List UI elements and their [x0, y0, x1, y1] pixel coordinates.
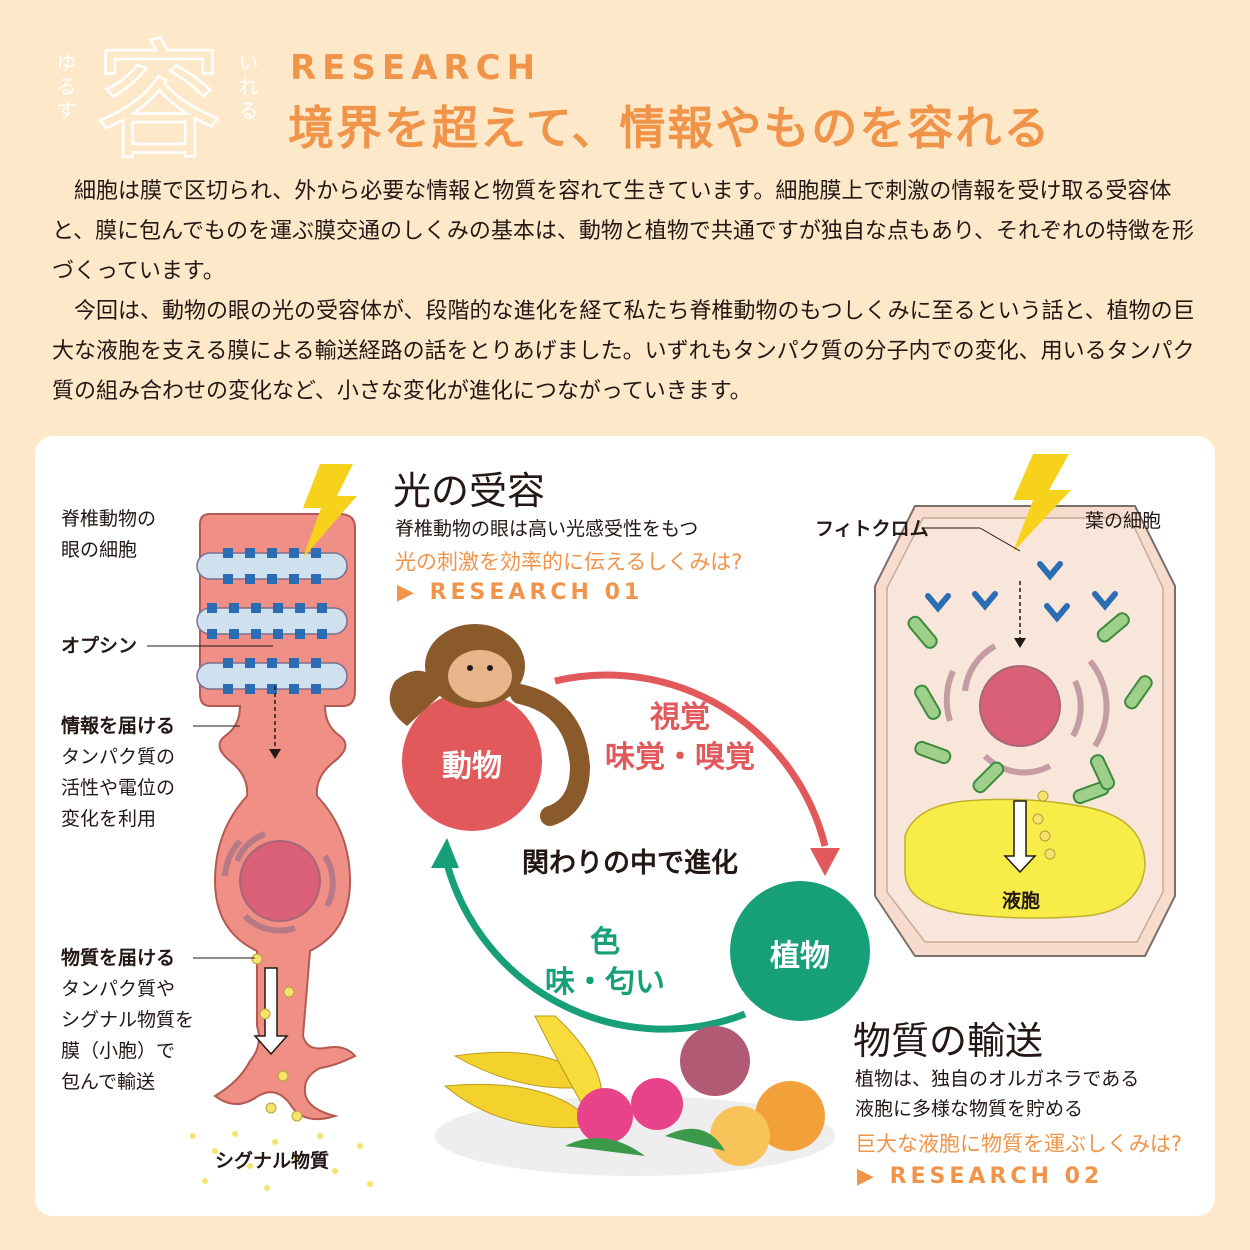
- illustration-svg: [147, 454, 1176, 1191]
- material-transport-subtitle-1: 植物は、独自のオルガネラである: [855, 1068, 1140, 1090]
- intro-text: 細胞は膜で区切られ、外から必要な情報と物質を容れて生きています。細胞膜上で刺激の…: [52, 172, 1202, 412]
- logo-left-text: ゆるす: [53, 52, 77, 124]
- opsin-label: オプシン: [61, 635, 138, 657]
- intro-paragraph-2: 今回は、動物の眼の光の受容体が、段階的な進化を経て私たち脊椎動物のもつしくみに至…: [52, 299, 1195, 404]
- leaf-cell-illustration: [874, 454, 1176, 957]
- animal-to-plant-senses: 視覚 味覚・嗅覚: [605, 700, 755, 775]
- rod-cell-title: 脊椎動物の 眼の細胞: [61, 508, 157, 561]
- research-01-link[interactable]: ▶ RESEARCH 01: [397, 580, 644, 605]
- cycle-diagram: [402, 671, 870, 1033]
- material-transport-question: 巨大な液胞に物質を運ぶしくみは?: [855, 1132, 1182, 1156]
- svg-text:容: 容: [95, 28, 223, 158]
- animal-circle: [402, 691, 542, 831]
- play-triangle-icon: ▶: [857, 1164, 890, 1189]
- info-delivery-label: 情報を届ける タンパク質の 活性や電位の 変化を利用: [61, 715, 176, 830]
- plant-label: 植物: [770, 939, 830, 974]
- light-reception-question: 光の刺激を効率的に伝えるしくみは?: [395, 550, 743, 574]
- vacuole-label: 液胞: [1002, 890, 1041, 912]
- monkey-icon: [389, 624, 591, 826]
- plant-to-animal-traits: 色 味・匂い: [545, 925, 665, 1000]
- logo-kanji-icon: 容: [94, 28, 225, 158]
- plant-circle: [730, 881, 870, 1021]
- cycle-center-text: 関わりの中で進化: [522, 848, 738, 879]
- animal-label: 動物: [442, 749, 502, 784]
- material-transport-subtitle-2: 液胞に多様な物質を貯める: [855, 1098, 1084, 1120]
- material-delivery-label: 物質を届ける タンパク質や シグナル物質を 膜（小胞）で 包んで輸送: [61, 947, 195, 1093]
- fruit-illustration: [435, 1015, 835, 1176]
- rod-cell-illustration: [147, 464, 373, 1191]
- research-02-link[interactable]: ▶ RESEARCH 02: [857, 1164, 1104, 1189]
- play-triangle-icon: ▶: [397, 580, 430, 605]
- material-transport-title: 物質の輸送: [853, 1019, 1044, 1063]
- page-title: 境界を超えて、情報やものを容れる: [288, 101, 1052, 155]
- illustration-panel: 脊椎動物の 眼の細胞 オプシン 情報を届ける タンパク質の 活性や電位の 変化を…: [35, 436, 1215, 1216]
- research-label: RESEARCH: [290, 48, 542, 88]
- logo-right-text: いれる: [235, 52, 259, 124]
- phytochrome-label: フィトクロム: [815, 518, 929, 540]
- signal-substance-label: シグナル物質: [215, 1150, 330, 1172]
- leaf-cell-title: 葉の細胞: [1085, 510, 1162, 532]
- light-reception-subtitle: 脊椎動物の眼は高い光感受性をもつ: [395, 518, 699, 540]
- intro-paragraph-1: 細胞は膜で区切られ、外から必要な情報と物質を容れて生きています。細胞膜上で刺激の…: [52, 179, 1195, 284]
- light-reception-title: 光の受容: [393, 469, 546, 513]
